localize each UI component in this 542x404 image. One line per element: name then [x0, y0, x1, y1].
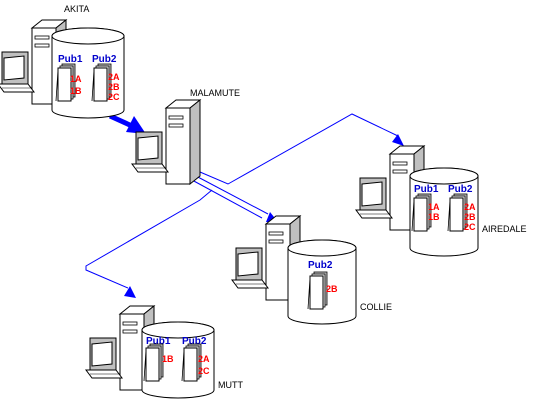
- article-label: 2B: [108, 82, 120, 92]
- article-label: 2A: [108, 72, 120, 82]
- article-label: 1A: [428, 202, 440, 212]
- publication-label: Pub1: [58, 54, 83, 65]
- article-label: 1B: [162, 354, 174, 364]
- server-airedale[interactable]: AIREDALE Pub1 Pub2 1A 1B 2A 2B 2C: [355, 145, 527, 257]
- article-label: 1B: [70, 86, 82, 96]
- article-label: 2B: [464, 212, 476, 222]
- publication-label: Pub1: [414, 184, 439, 195]
- replication-links: [85, 113, 399, 289]
- server-akita[interactable]: AKITA Pub1 Pub2 1A 1B 2A 2B 2C: [0, 4, 125, 119]
- link-malamute-collie: [195, 175, 269, 215]
- server-name: COLLIE: [360, 302, 392, 312]
- link-malamute-mutt: [85, 189, 213, 289]
- article-label: 2A: [464, 202, 476, 212]
- arrowhead-mutt: [124, 286, 136, 298]
- article-label: 2C: [198, 366, 210, 376]
- link-malamute-airedale: [199, 113, 399, 185]
- server-name: AIREDALE: [482, 224, 527, 234]
- publication-label: Pub2: [308, 260, 333, 271]
- publication-label: Pub2: [92, 54, 117, 65]
- publication-label: Pub2: [182, 336, 207, 347]
- arrowhead-airedale: [392, 134, 404, 146]
- article-label: 1B: [428, 212, 440, 222]
- database-cylinder-icon: [409, 167, 479, 257]
- article-label: 1A: [70, 74, 82, 84]
- article-label: 2A: [198, 354, 210, 364]
- article-label: 2C: [108, 92, 120, 102]
- document-stack-icon: [307, 271, 328, 310]
- server-collie[interactable]: COLLIE Pub2 2B: [231, 215, 392, 325]
- article-label: 2C: [464, 222, 476, 232]
- replication-arrow-icon: [108, 113, 146, 134]
- desktop-computer-icon: [131, 99, 201, 185]
- article-label: 2B: [326, 284, 338, 294]
- server-name: AKITA: [64, 4, 89, 14]
- publication-label: Pub1: [146, 336, 171, 347]
- server-malamute[interactable]: MALAMUTE: [131, 88, 240, 185]
- document-stack-icon: [143, 343, 164, 382]
- server-name: MUTT: [218, 380, 243, 390]
- publication-label: Pub2: [448, 184, 473, 195]
- server-mutt[interactable]: MUTT Pub1 Pub2 1B 2A 2C: [85, 305, 243, 399]
- server-name: MALAMUTE: [190, 88, 240, 98]
